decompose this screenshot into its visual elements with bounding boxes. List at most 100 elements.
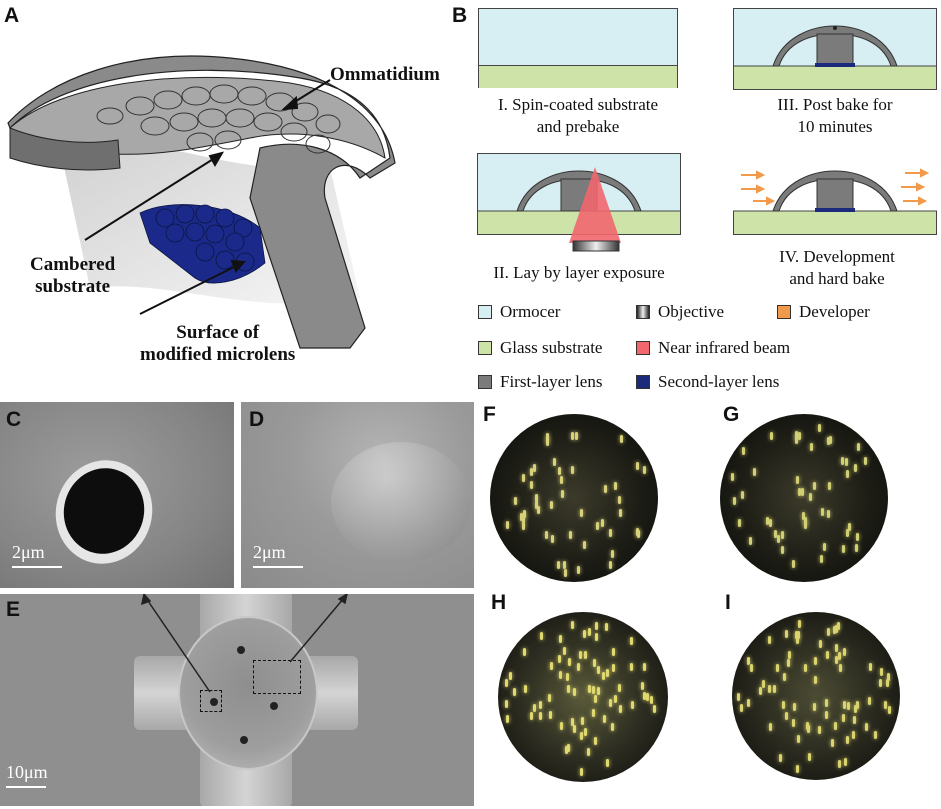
light-spot [580, 768, 584, 777]
light-spot [568, 657, 572, 666]
panel-label-b: B [452, 4, 468, 27]
legend-nir: Near infrared beam [636, 338, 790, 358]
light-spot [563, 647, 567, 656]
light-spot [640, 681, 644, 690]
light-spot [738, 519, 742, 527]
light-spot [768, 519, 772, 528]
light-spot [591, 686, 595, 695]
scalebar-line-e [6, 786, 46, 788]
light-spot [643, 662, 647, 671]
swatch-nir [636, 341, 650, 355]
light-spot [787, 650, 791, 659]
light-spot [629, 637, 633, 646]
light-spot [818, 640, 822, 649]
light-spot [547, 693, 551, 702]
surface-line2: modified microlens [140, 344, 296, 365]
light-spot [820, 507, 824, 516]
light-spot [637, 529, 641, 538]
light-spot [594, 694, 598, 703]
cambered-substrate-label: Cambered substrate [30, 254, 115, 298]
light-spot [783, 673, 787, 682]
light-spot [833, 722, 837, 731]
light-spot [749, 664, 753, 673]
light-spot [827, 627, 831, 636]
microlens-dome [178, 616, 318, 770]
light-spot [851, 731, 855, 740]
light-spot [570, 717, 574, 726]
step1-line1: I. Spin-coated substrate [497, 95, 659, 114]
light-spot [600, 519, 604, 528]
light-spot [646, 693, 650, 702]
light-spot [776, 663, 780, 672]
scalebar-line-c [12, 566, 62, 568]
light-spot [567, 744, 571, 753]
light-spot [814, 675, 818, 684]
light-spot [629, 663, 633, 672]
light-spot [838, 663, 842, 672]
light-spot [792, 719, 796, 728]
light-spot [768, 635, 772, 644]
light-spot [733, 496, 737, 505]
light-spot [550, 662, 554, 671]
legend-first-layer: First-layer lens [478, 372, 602, 392]
light-spot [604, 484, 608, 493]
light-spot [521, 514, 525, 523]
light-spot [557, 466, 561, 475]
light-spot [611, 722, 615, 731]
light-spot [845, 528, 849, 537]
light-spot [631, 700, 635, 709]
light-spot [514, 497, 518, 506]
light-spot [540, 631, 544, 640]
image-disc-i [732, 612, 900, 780]
light-spot [586, 748, 590, 757]
light-spot [813, 657, 817, 666]
light-spot [762, 679, 766, 688]
light-spot [579, 509, 583, 518]
light-spot [833, 625, 837, 634]
light-spot [843, 758, 847, 767]
light-spot [530, 712, 534, 721]
light-spot [758, 687, 762, 696]
light-spot [792, 559, 796, 568]
legend-developer: Developer [777, 302, 870, 322]
light-spot [609, 529, 613, 538]
step1-line2: and prebake [536, 117, 620, 136]
roi-box-d [253, 660, 301, 694]
light-spot [564, 569, 568, 578]
light-spot [855, 533, 859, 542]
light-spot [818, 423, 822, 432]
panel-label-e: E [6, 598, 21, 621]
light-spot [539, 700, 543, 709]
legend-glass-label: Glass substrate [500, 338, 603, 357]
dome-hole [240, 736, 248, 744]
light-spot [835, 655, 839, 664]
light-spot [575, 431, 579, 440]
light-spot [787, 659, 791, 668]
step4-line2: and hard bake [789, 269, 885, 288]
panel-label-d: D [249, 408, 265, 431]
light-spot [807, 752, 811, 761]
light-spot [766, 517, 770, 526]
light-spot [812, 481, 816, 490]
step2-diagram [477, 153, 681, 252]
light-spot [572, 688, 576, 697]
light-spot [810, 443, 814, 452]
light-spot [782, 700, 786, 709]
step2-caption: II. Lay by layer exposure [493, 263, 665, 282]
light-spot [642, 692, 646, 701]
light-spot [506, 520, 510, 529]
ommatidium-label: Ommatidium [330, 64, 440, 85]
light-spot [797, 630, 801, 639]
swatch-first-layer [478, 375, 492, 389]
light-spot [566, 673, 570, 682]
light-spot [888, 705, 892, 714]
light-spot [570, 465, 574, 474]
light-spot [652, 705, 656, 714]
light-spot [842, 700, 846, 709]
light-spot [596, 521, 599, 530]
light-spot [837, 760, 841, 769]
light-spot [797, 487, 801, 496]
light-spot [812, 702, 816, 711]
legend-ormocer: Ormocer [478, 302, 560, 322]
light-spot [842, 544, 845, 553]
